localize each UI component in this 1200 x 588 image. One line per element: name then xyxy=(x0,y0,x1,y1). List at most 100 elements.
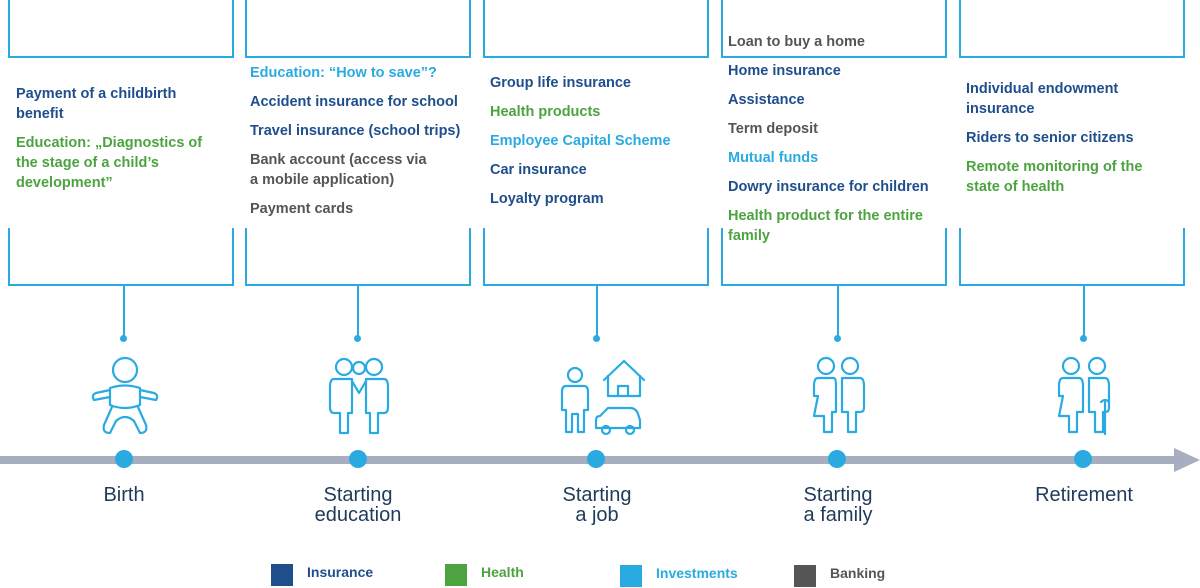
stem-dot-family xyxy=(834,335,841,342)
stage-box-bottom-education xyxy=(245,228,471,286)
product-item-line: Education: „Diagnostics of xyxy=(16,135,203,151)
stage-label-birth: Birth xyxy=(34,485,214,505)
stem-job xyxy=(596,286,598,338)
product-item-line: insurance xyxy=(966,101,1035,117)
product-item-line: Loyalty program xyxy=(490,191,604,207)
legend-swatch-investments xyxy=(620,565,642,587)
parents-child-icon xyxy=(328,357,390,435)
product-item-line: Home insurance xyxy=(728,63,841,79)
product-item-line: a mobile application) xyxy=(250,172,395,188)
timeline-node-education xyxy=(349,450,367,468)
timeline-node-job xyxy=(587,450,605,468)
product-item-line: Employee Capital Scheme xyxy=(490,133,671,149)
product-item-line: Loan to buy a home xyxy=(728,34,865,50)
stem-dot-retirement xyxy=(1080,335,1087,342)
product-item: Term deposit xyxy=(728,119,950,139)
product-item: Individual endowment insurance xyxy=(966,79,1184,119)
product-item: Mutual funds xyxy=(728,148,950,168)
product-item: Group life insurance xyxy=(490,73,708,93)
stem-retirement xyxy=(1083,286,1085,338)
couple-icon xyxy=(812,356,866,434)
stage-box-top-birth xyxy=(8,0,234,58)
product-item-line: Dowry insurance for children xyxy=(728,179,929,195)
product-item: Loyalty program xyxy=(490,189,708,209)
product-item: Dowry insurance for children xyxy=(728,177,950,197)
product-item-line: Car insurance xyxy=(490,162,587,178)
product-item: Loan to buy a home xyxy=(728,32,950,52)
stage-label-line: Retirement xyxy=(1035,484,1133,506)
product-item-line: benefit xyxy=(16,106,64,122)
stem-dot-birth xyxy=(120,335,127,342)
baby-icon xyxy=(91,356,159,435)
product-item-line: Individual endowment xyxy=(966,81,1119,97)
product-item: Payment cards xyxy=(250,199,472,219)
product-item-line: the stage of a child’s xyxy=(16,155,159,171)
stage-label-line: Starting xyxy=(803,484,873,506)
stage-label-line: Birth xyxy=(103,484,145,506)
stage-label-line: Starting xyxy=(323,484,393,506)
product-item-line: Bank account (access via xyxy=(250,152,427,168)
product-item-line: Term deposit xyxy=(728,121,818,137)
product-item: Education: „Diagnostics of the stage of a… xyxy=(16,133,231,193)
product-item-line: family xyxy=(728,228,770,244)
stem-dot-education xyxy=(354,335,361,342)
person-house-car-icon xyxy=(560,359,646,436)
product-item: Education: “How to save”? xyxy=(250,63,472,83)
stage-box-bottom-retirement xyxy=(959,228,1185,286)
product-item-line: state of health xyxy=(966,179,1065,195)
product-item-line: Health product for the entire xyxy=(728,208,923,224)
product-item: Payment of a childbirth benefit xyxy=(16,84,231,124)
stage-box-bottom-job xyxy=(483,228,709,286)
product-item-line: Education: “How to save”? xyxy=(250,65,437,81)
product-item-line: Travel insurance (school trips) xyxy=(250,123,461,139)
product-item: Bank account (access via a mobile applica… xyxy=(250,150,472,190)
product-item: Home insurance xyxy=(728,61,950,81)
stage-box-top-family xyxy=(721,0,947,58)
product-item-line: Payment of a childbirth xyxy=(16,86,177,102)
legend-label-banking: Banking xyxy=(830,565,886,581)
stage-box-top-job xyxy=(483,0,709,58)
legend-label-insurance: Insurance xyxy=(307,564,374,580)
elderly-couple-icon xyxy=(1057,356,1111,436)
product-item-line: Health products xyxy=(490,104,601,120)
stage-label-line: Starting xyxy=(562,484,632,506)
stage-box-bottom-birth xyxy=(8,228,234,286)
stage-box-top-retirement xyxy=(959,0,1185,58)
stage-box-top-education xyxy=(245,0,471,58)
legend-swatch-health xyxy=(445,564,467,586)
product-item: Riders to senior citizens xyxy=(966,128,1184,148)
product-item-line: Assistance xyxy=(728,92,805,108)
legend-swatch-banking xyxy=(794,565,816,587)
product-item: Accident insurance for school xyxy=(250,92,472,112)
product-item: Health products xyxy=(490,102,708,122)
stage-label-line: a job xyxy=(575,504,619,526)
product-item-line: Payment cards xyxy=(250,201,354,217)
product-item-line: Mutual funds xyxy=(728,150,819,166)
timeline-node-birth xyxy=(115,450,133,468)
stem-family xyxy=(837,286,839,338)
stage-label-line: a family xyxy=(803,504,873,526)
stage-box-bottom-family xyxy=(721,228,947,286)
legend-label-health: Health xyxy=(481,564,524,580)
product-item: Car insurance xyxy=(490,160,708,180)
product-item-line: development” xyxy=(16,175,113,191)
product-item-line: Riders to senior citizens xyxy=(966,130,1134,146)
product-item-line: Remote monitoring of the xyxy=(966,159,1143,175)
legend-label-investments: Investments xyxy=(656,565,738,581)
product-item: Travel insurance (school trips) xyxy=(250,121,472,141)
product-item: Employee Capital Scheme xyxy=(490,131,708,151)
legend-swatch-insurance xyxy=(271,564,293,586)
stage-label-line: education xyxy=(314,504,402,526)
product-item: Health product for the entire family xyxy=(728,206,950,246)
product-item: Assistance xyxy=(728,90,950,110)
stem-education xyxy=(357,286,359,338)
timeline-node-retirement xyxy=(1074,450,1092,468)
